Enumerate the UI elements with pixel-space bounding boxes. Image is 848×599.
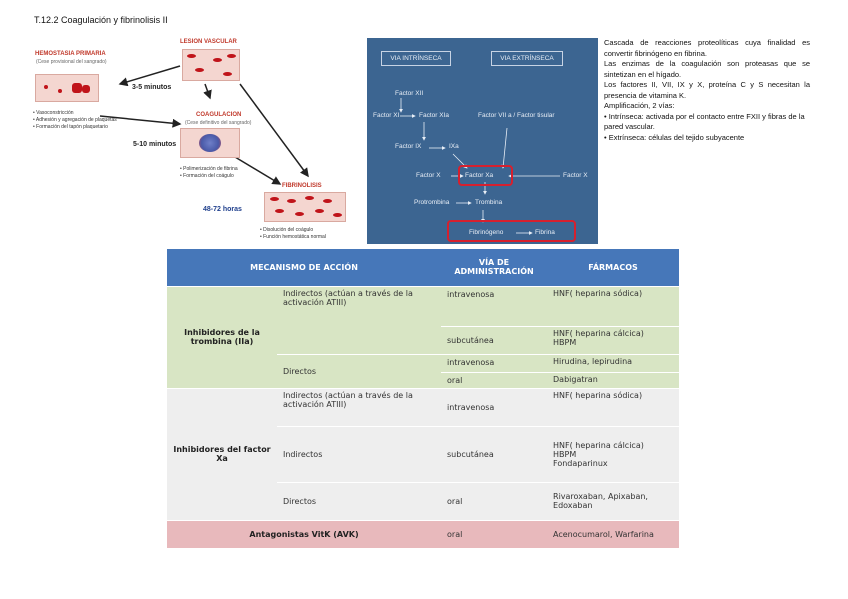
node-ixa: IXa bbox=[449, 143, 459, 150]
drug-name: HNF( heparina cálcica) bbox=[553, 328, 644, 338]
route-cell: intravenosa bbox=[441, 388, 548, 427]
fib-bullets: Disolución del coágulo Función hemostáti… bbox=[260, 227, 326, 241]
mechanism-cell: Indirectos (actúan a través de la activa… bbox=[277, 286, 442, 355]
route-cell: subcutánea bbox=[441, 326, 548, 355]
drug-name: HBPM bbox=[553, 449, 577, 459]
node-factor-x-right: Factor X bbox=[563, 172, 588, 179]
table-header-row: MECANISMO DE ACCIÓN VÍA DE ADMINISTRACIÓ… bbox=[167, 249, 680, 287]
mechanism-cell: Directos bbox=[277, 354, 442, 389]
via-intrinseca-label: VIA INTRÍNSECA bbox=[381, 51, 451, 66]
description-bullet-extrinseca: Extrínseca: células del tejido subyacent… bbox=[604, 133, 810, 144]
node-fibrina: Fibrina bbox=[535, 229, 555, 236]
via-extrinseca-label: VIA EXTRÍNSECA bbox=[491, 51, 563, 66]
mechanism-cell: Directos bbox=[277, 482, 442, 521]
primary-subtitle: (Cese provisional del sangrado) bbox=[36, 59, 107, 65]
route-cell: intravenosa bbox=[441, 286, 548, 327]
node-factor-xia: Factor XIa bbox=[419, 112, 449, 119]
mechanism-cell: Indirectos bbox=[277, 426, 442, 483]
anticoagulant-table: MECANISMO DE ACCIÓN VÍA DE ADMINISTRACIÓ… bbox=[167, 249, 680, 549]
drug-cell: HNF( heparina sódica) bbox=[547, 388, 680, 427]
coag-bullets: Polimerización de fibrina Formación del … bbox=[180, 166, 238, 180]
drug-cell: HNF( heparina sódica) bbox=[547, 286, 680, 327]
coag-heading: COAGULACION bbox=[196, 112, 242, 118]
header-mecanismo: MECANISMO DE ACCIÓN bbox=[167, 249, 442, 287]
route-cell: intravenosa bbox=[441, 354, 548, 373]
drug-cell: Dabigatran bbox=[547, 372, 680, 389]
arrow-to-coag bbox=[203, 83, 212, 100]
description-p2: Las enzimas de la coagulación son protea… bbox=[604, 59, 810, 79]
arrow-to-fib bbox=[239, 83, 309, 178]
arrow-to-primary bbox=[118, 65, 181, 87]
mechanism-cell: Indirectos (actúan a través de la activa… bbox=[277, 388, 442, 427]
fib-bullet: Disolución del coágulo bbox=[260, 227, 326, 234]
primary-bullet: Adhesión y agregación de plaquetas bbox=[33, 117, 117, 124]
drug-cell: Hirudina, lepirudina bbox=[547, 354, 680, 373]
node-protrombina: Protrombina bbox=[414, 199, 450, 206]
fibrina-highlight bbox=[447, 220, 576, 242]
primary-bullet: Vasoconstricción bbox=[33, 110, 117, 117]
node-factor-xii: Factor XII bbox=[395, 90, 424, 97]
time-fib: 48-72 horas bbox=[203, 206, 242, 213]
drug-cell: HNF( heparina cálcica) HBPM Fondaparinux bbox=[547, 426, 680, 483]
primary-heading: HEMOSTASIA PRIMARIA bbox=[35, 51, 106, 57]
coag-bullet: Polimerización de fibrina bbox=[180, 166, 237, 173]
table-row: Indirectos subcutánea HNF( heparina cálc… bbox=[167, 426, 680, 483]
primary-vessel-image bbox=[35, 74, 99, 102]
time-primary: 3-5 minutos bbox=[132, 84, 172, 91]
coagulation-cascade: VIA INTRÍNSECA VIA EXTRÍNSECA Factor XII… bbox=[367, 38, 598, 244]
primary-bullet: Formación del tapón plaquetario bbox=[33, 124, 117, 131]
hemostasis-diagram: LESION VASCULAR HEMOSTASIA PRIMARIA (Ces… bbox=[30, 36, 360, 246]
cascade-description: Cascada de reacciones proteolíticas cuya… bbox=[604, 38, 810, 143]
fib-bullet: Función hemostática normal bbox=[260, 234, 326, 241]
lesion-vessel-image bbox=[182, 49, 240, 81]
table-row: Inhibidores de la trombina (IIa) Indirec… bbox=[167, 286, 680, 389]
node-factor-viia: Factor VII a / Factor tisular bbox=[478, 112, 555, 119]
node-factor-ix: Factor IX bbox=[395, 143, 422, 150]
coag-bullet: Formación del coágulo bbox=[180, 173, 238, 180]
description-bullet-intrinseca: Intrínseca: activada por el contacto ent… bbox=[604, 112, 810, 133]
header-via: VÍA DE ADMINISTRACIÓN bbox=[441, 249, 548, 287]
route-cell: subcutánea bbox=[441, 426, 548, 483]
factor-xa-highlight bbox=[458, 165, 513, 186]
drug-cell: HNF( heparina cálcica) HBPM bbox=[547, 326, 680, 355]
group-trombina: Inhibidores de la trombina (IIa) bbox=[167, 286, 277, 389]
node-factor-x-left: Factor X bbox=[416, 172, 441, 179]
table-row: oral Dabigatran bbox=[167, 372, 680, 389]
group-avk: Antagonistas VitK (AVK) bbox=[167, 520, 442, 549]
time-coag: 5-10 minutos bbox=[133, 141, 177, 148]
table-row: Inhibidores del factor Xa Indirectos (ac… bbox=[167, 388, 680, 521]
route-cell: oral bbox=[441, 520, 548, 549]
node-trombina: Trombina bbox=[475, 199, 503, 206]
description-p4: Amplificación, 2 vías: bbox=[604, 101, 675, 110]
table-row: Antagonistas VitK (AVK) oral Acenocumaro… bbox=[167, 520, 680, 549]
route-cell: oral bbox=[441, 482, 548, 521]
header-farmacos: FÁRMACOS bbox=[547, 249, 680, 287]
lesion-heading: LESION VASCULAR bbox=[180, 39, 237, 45]
drug-name: Fondaparinux bbox=[553, 458, 608, 468]
coag-subtitle: (Cese definitivo del sangrado) bbox=[185, 120, 252, 126]
coag-vessel-image bbox=[180, 128, 240, 158]
description-p1: Cascada de reacciones proteolíticas cuya… bbox=[604, 38, 810, 58]
page-title: T.12.2 Coagulación y fibrinolisis II bbox=[34, 15, 168, 25]
table-row: subcutánea HNF( heparina cálcica) HBPM bbox=[167, 326, 680, 355]
fib-vessel-image bbox=[264, 192, 346, 222]
route-cell: oral bbox=[441, 372, 548, 389]
group-factor-xa: Inhibidores del factor Xa bbox=[167, 388, 277, 521]
drug-name: HBPM bbox=[553, 337, 577, 347]
arrow-coag-to-fib bbox=[229, 153, 282, 185]
node-factor-xa: Factor Xa bbox=[465, 172, 494, 179]
node-factor-xi: Factor XI bbox=[373, 112, 400, 119]
drug-cell: Rivaroxaban, Apixaban, Edoxaban bbox=[547, 482, 680, 521]
primary-bullets: Vasoconstricción Adhesión y agregación d… bbox=[33, 110, 117, 131]
cascade-arrows bbox=[399, 98, 560, 235]
description-p3: Los factores II, VII, IX y X, proteína C… bbox=[604, 80, 810, 100]
table-row: Directos intravenosa Hirudina, lepirudin… bbox=[167, 354, 680, 389]
description-bullets: Intrínseca: activada por el contacto ent… bbox=[604, 112, 810, 144]
drug-name: HNF( heparina cálcica) bbox=[553, 440, 644, 450]
node-fibrinogeno: Fibrinógeno bbox=[469, 229, 504, 236]
fib-heading: FIBRINOLISIS bbox=[282, 183, 322, 189]
table-row: Directos oral Rivaroxaban, Apixaban, Edo… bbox=[167, 482, 680, 521]
drug-cell: Acenocumarol, Warfarina bbox=[547, 520, 680, 549]
